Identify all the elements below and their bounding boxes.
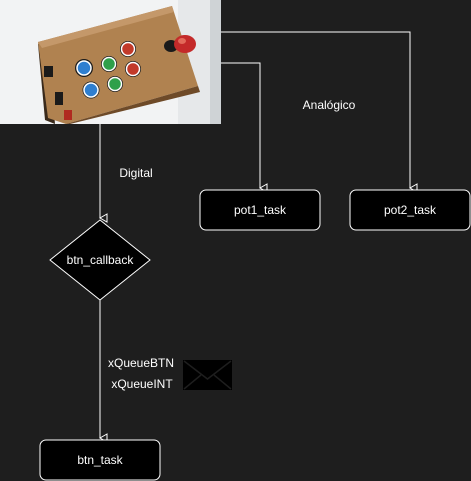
- node-pot2-label: pot2_task: [384, 203, 437, 217]
- arcade-controller-photo: [0, 0, 221, 124]
- node-btn-callback[interactable]: btn_callback: [49, 219, 151, 301]
- edge-label-queue-btn: xQueueBTN: [108, 356, 174, 370]
- node-btn-task-label: btn_task: [77, 453, 123, 467]
- edge-photo-to-pot1: [221, 62, 268, 193]
- edge-label-queue-int: xQueueINT: [111, 377, 173, 391]
- edge-label-analog: Analógico: [303, 98, 356, 112]
- node-pot2-task[interactable]: pot2_task: [349, 189, 471, 231]
- node-pot1-task[interactable]: pot1_task: [199, 189, 321, 231]
- edge-photo-to-pot2: [221, 31, 418, 193]
- node-pot1-label: pot1_task: [234, 203, 287, 217]
- envelope-icon: [183, 360, 232, 390]
- node-btn-task[interactable]: btn_task: [39, 439, 161, 481]
- node-btn-callback-label: btn_callback: [67, 253, 135, 267]
- edge-label-digital: Digital: [119, 166, 152, 180]
